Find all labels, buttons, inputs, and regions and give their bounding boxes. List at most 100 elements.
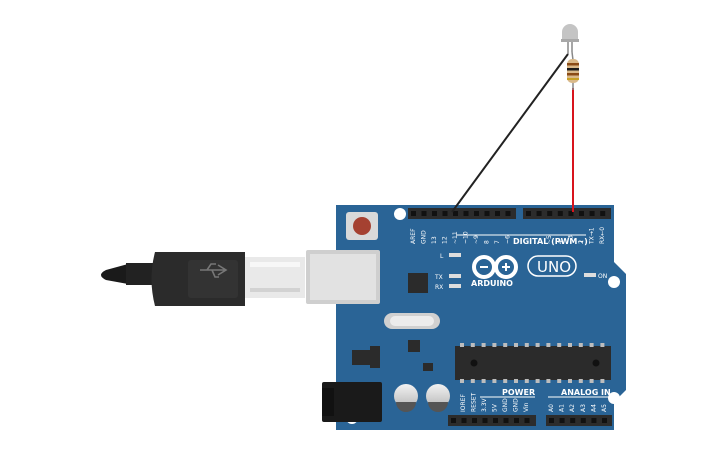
digital-pwm-label: DIGITAL (PWM~) bbox=[513, 237, 588, 246]
arduino-logo-icon bbox=[472, 255, 518, 279]
small-chip bbox=[408, 340, 420, 352]
pin-label: ~3 bbox=[567, 235, 574, 244]
header-pin[interactable] bbox=[421, 211, 427, 216]
power-label: POWER bbox=[502, 388, 535, 397]
pin-label: 13 bbox=[431, 236, 438, 244]
chip-leg bbox=[557, 343, 562, 347]
pin-label: 8 bbox=[484, 240, 491, 244]
gnd-wire[interactable] bbox=[451, 53, 569, 213]
analog-in-label: ANALOG IN bbox=[561, 388, 611, 397]
header-pin[interactable] bbox=[474, 211, 479, 216]
led-tx-label: TX bbox=[434, 274, 443, 281]
uno-label: UNO bbox=[537, 258, 571, 276]
header-pin[interactable] bbox=[493, 418, 498, 423]
header-pin[interactable] bbox=[484, 211, 490, 216]
digital-header-left[interactable] bbox=[408, 208, 516, 219]
header-pin[interactable] bbox=[568, 211, 574, 216]
reset-button[interactable] bbox=[346, 212, 378, 240]
header-pin[interactable] bbox=[600, 211, 606, 216]
pin-label: ~11 bbox=[452, 231, 459, 244]
chip-leg bbox=[503, 343, 508, 347]
header-pin[interactable] bbox=[453, 211, 458, 216]
chip-leg bbox=[600, 379, 605, 383]
pin-label: TX→1 bbox=[589, 227, 596, 245]
pin-label: 3.3V bbox=[481, 397, 488, 412]
header-pin[interactable] bbox=[463, 211, 469, 216]
header-pin[interactable] bbox=[570, 418, 576, 423]
pin-label: IOREF bbox=[460, 394, 467, 412]
header-pin[interactable] bbox=[461, 418, 467, 423]
chip-leg bbox=[578, 343, 583, 347]
pin-label: RESET bbox=[471, 392, 478, 412]
header-pin[interactable] bbox=[526, 211, 531, 216]
chip-leg bbox=[524, 379, 529, 383]
chip-leg bbox=[460, 379, 464, 383]
header-pin[interactable] bbox=[432, 211, 437, 216]
analog-header[interactable] bbox=[546, 415, 612, 426]
pin-label: GND bbox=[502, 398, 509, 412]
pin-label: Vin bbox=[523, 402, 530, 412]
header-pin[interactable] bbox=[547, 211, 553, 216]
chip-leg bbox=[514, 379, 518, 383]
header-pin[interactable] bbox=[549, 418, 554, 423]
uno-badge bbox=[527, 255, 577, 277]
chip-leg bbox=[492, 343, 497, 347]
chip-leg bbox=[578, 379, 583, 383]
chip-leg bbox=[524, 343, 529, 347]
capacitor bbox=[394, 384, 418, 412]
header-pin[interactable] bbox=[495, 211, 500, 216]
header-pin[interactable] bbox=[411, 211, 416, 216]
pin-label: A2 bbox=[569, 404, 576, 412]
header-pin[interactable] bbox=[557, 211, 563, 216]
digital-header-right[interactable] bbox=[523, 208, 611, 219]
led-l-label: L bbox=[440, 253, 444, 260]
usb-controller-chip bbox=[408, 273, 428, 293]
chip-leg bbox=[600, 343, 605, 347]
pin-label: ~9 bbox=[473, 235, 480, 244]
pin-label: 7 bbox=[494, 240, 501, 244]
pin-label: 4 bbox=[557, 240, 564, 244]
pin-label: A5 bbox=[601, 404, 608, 412]
header-pin[interactable] bbox=[559, 418, 565, 423]
led-on bbox=[584, 273, 596, 277]
led-rx bbox=[449, 284, 461, 288]
header-pin[interactable] bbox=[591, 418, 597, 423]
header-pin[interactable] bbox=[442, 211, 448, 216]
header-pin[interactable] bbox=[505, 211, 511, 216]
pin-label: A4 bbox=[590, 404, 597, 412]
header-pin[interactable] bbox=[472, 418, 477, 423]
header-pin[interactable] bbox=[536, 211, 542, 216]
chip-leg bbox=[568, 379, 572, 383]
chip-leg bbox=[589, 379, 594, 383]
header-pin[interactable] bbox=[524, 418, 530, 423]
header-pin[interactable] bbox=[602, 418, 607, 423]
usb-icon bbox=[200, 263, 228, 278]
capacitor bbox=[426, 384, 450, 412]
pin-label: 12 bbox=[442, 236, 449, 244]
resistor-component[interactable] bbox=[567, 51, 579, 90]
header-pin[interactable] bbox=[451, 418, 456, 423]
header-pin[interactable] bbox=[482, 418, 488, 423]
led-component[interactable] bbox=[561, 24, 579, 54]
header-pin[interactable] bbox=[503, 418, 509, 423]
power-jack[interactable] bbox=[322, 382, 382, 422]
power-header[interactable] bbox=[448, 415, 536, 426]
chip-leg bbox=[470, 343, 475, 347]
header-pin[interactable] bbox=[580, 418, 586, 423]
usb-cable[interactable] bbox=[101, 252, 305, 306]
pin-label: GND bbox=[421, 230, 428, 244]
pin-label: A0 bbox=[548, 404, 555, 412]
header-pin[interactable] bbox=[589, 211, 595, 216]
chip-leg bbox=[460, 343, 464, 347]
chip-leg bbox=[568, 343, 572, 347]
pin-label: ~6 bbox=[505, 235, 512, 244]
header-pin[interactable] bbox=[579, 211, 584, 216]
pin-label: ~10 bbox=[463, 231, 470, 244]
header-pin[interactable] bbox=[514, 418, 519, 423]
status-leds: L TX RX ON bbox=[434, 253, 607, 291]
chip-leg bbox=[557, 379, 562, 383]
